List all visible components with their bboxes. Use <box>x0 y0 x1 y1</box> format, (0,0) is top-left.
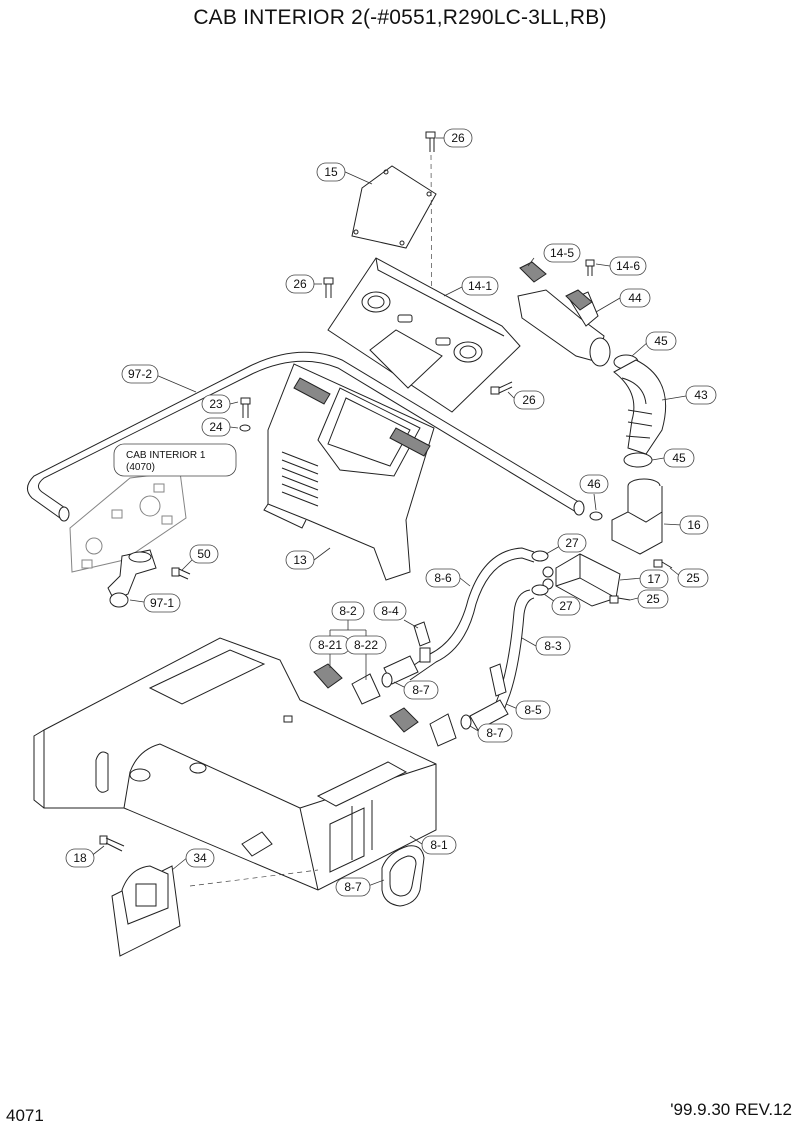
part-15-cover <box>351 165 437 249</box>
part-8-5-pipe <box>469 663 509 731</box>
callout-labels: 26 15 26 14-1 14-5 14-6 44 45 43 45 26 9… <box>65 128 717 897</box>
part-14-5-clip <box>519 261 547 283</box>
callout-13: 13 <box>293 553 307 567</box>
callout-45-upper: 45 <box>654 334 668 348</box>
part-27-clamp-upper <box>531 550 549 562</box>
part-25-bolt-upper <box>653 559 673 569</box>
callout-25-upper: 25 <box>686 571 700 585</box>
part-50-bolt <box>171 567 191 580</box>
callout-27-upper: 27 <box>565 536 579 550</box>
part-14-1-bracket <box>327 257 521 413</box>
callout-26-left: 26 <box>293 277 307 291</box>
callout-16: 16 <box>687 518 701 532</box>
callout-27-lower: 27 <box>559 599 573 613</box>
cab-interior-1-reference: CAB INTERIOR 1 (4070) <box>113 443 237 477</box>
callout-24: 24 <box>209 420 223 434</box>
callout-8-5: 8-5 <box>524 703 542 717</box>
callout-17: 17 <box>647 572 661 586</box>
part-25-bolt-lower <box>609 595 631 604</box>
callout-26-right: 26 <box>522 393 536 407</box>
part-43-hose <box>613 359 667 455</box>
diagram-title: CAB INTERIOR 2(-#0551,R290LC-3LL,RB) <box>193 6 607 29</box>
callout-25-lower: 25 <box>646 592 660 606</box>
part-8-21-louver <box>313 663 419 733</box>
callout-8-3: 8-3 <box>544 639 562 653</box>
reference-line-2: (4070) <box>126 462 155 473</box>
callout-18: 18 <box>73 851 87 865</box>
part-14-6-screw <box>585 259 595 276</box>
part-8-22-louver <box>351 673 457 747</box>
callout-15: 15 <box>324 165 338 179</box>
part-8-7-clamp-a <box>381 672 393 688</box>
callout-8-6: 8-6 <box>434 571 452 585</box>
callout-97-2: 97-2 <box>128 367 152 381</box>
part-44-duct <box>517 289 611 367</box>
callout-43: 43 <box>694 388 708 402</box>
callout-45-lower: 45 <box>672 451 686 465</box>
part-26-bolt-right <box>490 381 513 395</box>
callout-8-21: 8-21 <box>318 638 342 652</box>
part-45-clamp-lower <box>623 452 653 468</box>
part-97-1-elbow <box>107 549 157 608</box>
part-27-clamp-lower <box>531 584 549 596</box>
callout-46: 46 <box>587 477 601 491</box>
callout-8-22: 8-22 <box>354 638 378 652</box>
part-97-2-rail <box>27 351 585 522</box>
callout-8-4: 8-4 <box>381 604 399 618</box>
part-16-elbow <box>611 478 663 555</box>
callout-8-7-c: 8-7 <box>344 880 362 894</box>
callout-97-1: 97-1 <box>150 596 174 610</box>
callout-14-6: 14-6 <box>616 259 640 273</box>
part-8-6-hose <box>403 547 535 681</box>
revision-stamp: '99.9.30 REV.12 <box>670 1100 792 1119</box>
callout-34: 34 <box>193 851 207 865</box>
callout-8-7-b: 8-7 <box>486 726 504 740</box>
callout-8-2: 8-2 <box>339 604 357 618</box>
part-34-plate <box>111 865 181 957</box>
part-17-box <box>542 553 621 607</box>
callout-50: 50 <box>197 547 211 561</box>
callout-8-1: 8-1 <box>430 838 448 852</box>
callout-14-1: 14-1 <box>468 279 492 293</box>
part-18-bolt <box>99 835 125 852</box>
part-23-bolt <box>240 397 251 418</box>
part-13-panel <box>263 363 435 581</box>
callout-14-5: 14-5 <box>550 246 574 260</box>
callout-44: 44 <box>628 291 642 305</box>
callout-23: 23 <box>209 397 223 411</box>
part-8-1-housing <box>33 637 437 891</box>
part-26-bolt-left <box>323 277 334 298</box>
callout-8-7-a: 8-7 <box>412 683 430 697</box>
page-number: 4071 <box>6 1106 44 1125</box>
reference-bracket <box>69 471 187 573</box>
part-24-washer <box>239 424 251 432</box>
reference-line-1: CAB INTERIOR 1 <box>126 450 206 461</box>
part-46-clip <box>589 511 603 521</box>
callout-26-top: 26 <box>451 131 465 145</box>
part-8-7-gasket <box>381 845 425 907</box>
part-8-7-clamp-b <box>460 714 472 730</box>
